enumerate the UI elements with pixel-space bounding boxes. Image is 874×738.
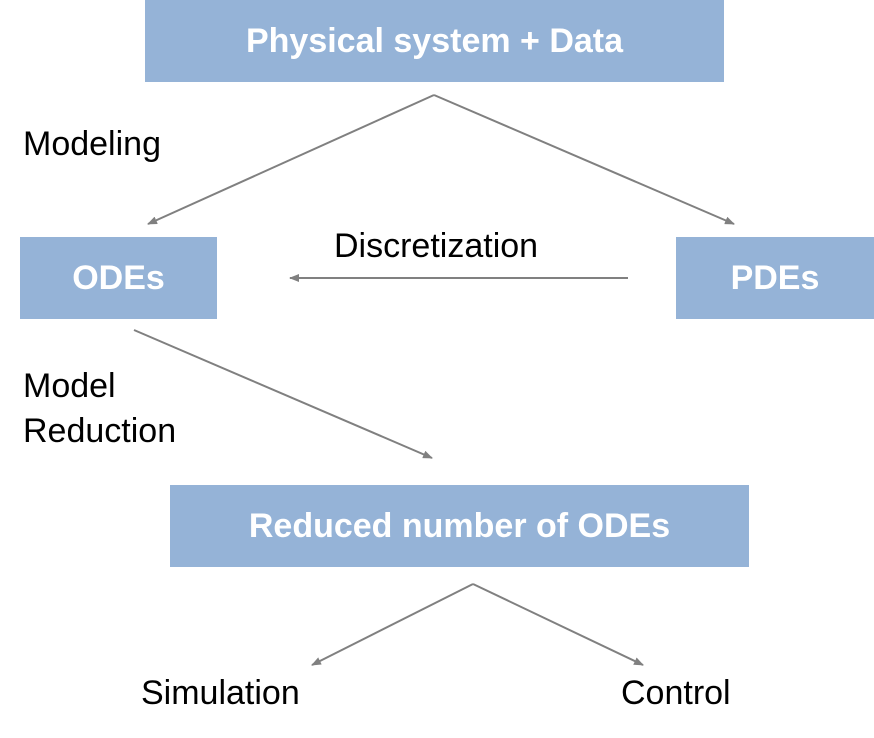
arrow-physical-to-odes xyxy=(147,94,435,225)
odes-box: ODEs xyxy=(20,237,217,319)
physical-system-label: Physical system + Data xyxy=(245,21,624,60)
arrow-reduced-to-control xyxy=(472,583,644,666)
odes-label: ODEs xyxy=(72,258,165,297)
arrow-physical-to-pdes xyxy=(433,94,735,225)
arrow-reduced-to-simulation xyxy=(311,583,474,666)
arrow-odes-to-reduced xyxy=(133,329,433,459)
simulation-label: Simulation xyxy=(141,674,300,712)
model-reduction-line2: Reduction xyxy=(23,412,177,450)
pdes-label: PDEs xyxy=(730,258,820,297)
model-reduction-line1: Model xyxy=(23,367,116,405)
reduced-odes-box: Reduced number of ODEs xyxy=(170,485,749,567)
pdes-box: PDEs xyxy=(676,237,874,319)
discretization-label: Discretization xyxy=(334,227,539,265)
reduced-odes-label: Reduced number of ODEs xyxy=(248,506,671,545)
modeling-label: Modeling xyxy=(23,125,161,163)
physical-system-box: Physical system + Data xyxy=(145,0,724,82)
control-label: Control xyxy=(621,674,731,712)
